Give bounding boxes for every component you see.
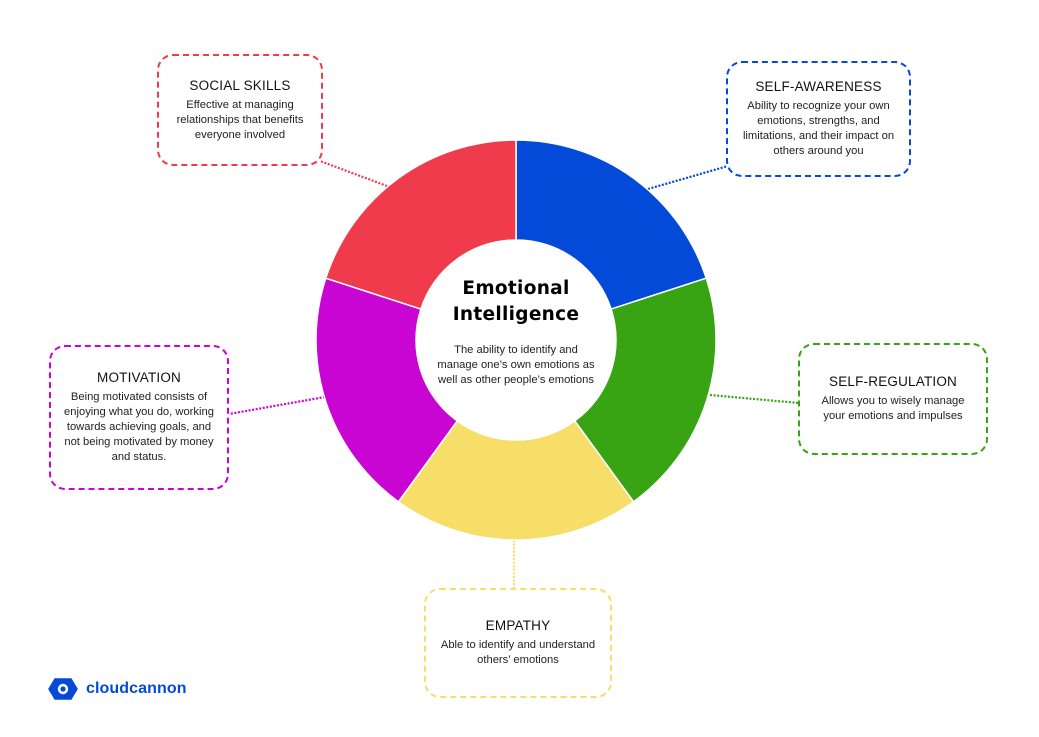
card-motivation: MOTIVATION Being motivated consists of e… <box>49 345 229 490</box>
cloudcannon-logo-icon <box>48 678 78 700</box>
card-title: EMPATHY <box>485 618 551 633</box>
card-description: Able to identify and understand others’ … <box>440 639 596 666</box>
center-title: Emotional Intelligence <box>440 276 592 328</box>
donut-ring <box>315 139 717 541</box>
card-description: Being motivated consists of enjoying wha… <box>64 391 214 463</box>
card-description: Effective at managing relationships that… <box>176 98 304 141</box>
card-self-regulation: SELF-REGULATION Allows you to wisely man… <box>798 343 988 455</box>
brand-logo[interactable]: cloudcannon <box>48 678 187 700</box>
connector-social-skills <box>319 159 388 188</box>
card-description: Allows you to wisely manage your emotion… <box>821 395 965 422</box>
center-title-line: Intelligence <box>452 304 580 325</box>
connector-motivation <box>228 395 326 416</box>
center-circle <box>416 240 616 440</box>
center-title-line: Emotional <box>462 278 570 299</box>
connectors <box>228 159 800 589</box>
connector-self-awareness <box>647 164 729 191</box>
card-title: SELF-AWARENESS <box>755 79 882 94</box>
card-title: SELF-REGULATION <box>828 374 958 389</box>
card-empathy: EMPATHY Able to identify and understand … <box>424 588 612 698</box>
card-title: MOTIVATION <box>97 370 181 385</box>
card-title: SOCIAL SKILLS <box>189 77 291 93</box>
connector-self-regulation <box>709 393 800 405</box>
card-self-awareness: SELF-AWARENESS Ability to recognize your… <box>726 61 911 177</box>
card-social-skills: SOCIAL SKILLS Effective at managing rela… <box>157 54 323 166</box>
center-description: The ability to identify and manage one’s… <box>437 344 595 386</box>
card-description: Ability to recognize your own emotions, … <box>742 100 895 157</box>
brand-name: cloudcannon <box>86 680 187 697</box>
